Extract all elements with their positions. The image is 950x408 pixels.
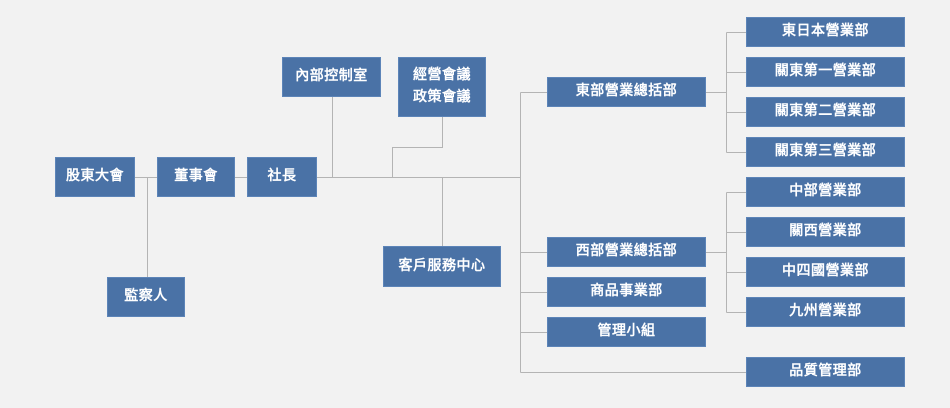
node-label: 社長 [267,168,297,185]
node-label: 關東第二營業部 [774,103,877,120]
node-management-meeting: 經營會議 政策會議 [398,57,486,117]
node-east-division: 關東第三營業部 [746,137,905,167]
node-label: 九州營業部 [789,303,862,320]
node-label: 中部營業部 [789,183,862,200]
node-label: 商品事業部 [590,283,663,300]
node-customer-service-center: 客戶服務中心 [383,246,501,287]
node-label: 關東第三營業部 [774,143,877,160]
node-product-business-division: 商品事業部 [547,277,706,307]
node-board-of-directors: 董事會 [157,157,235,197]
node-label: 東部營業總括部 [575,83,678,100]
node-label: 關東第一營業部 [774,63,877,80]
node-president: 社長 [247,157,317,197]
node-label-line-2: 政策會議 [413,89,471,105]
node-east-division: 關東第二營業部 [746,97,905,127]
node-west-division: 中四國營業部 [746,257,905,287]
node-east-sales-headquarters: 東部營業總括部 [547,77,706,107]
node-internal-control-office: 內部控制室 [282,57,381,97]
node-label: 關西營業部 [789,223,862,240]
node-label: 品質管理部 [789,363,862,380]
node-label: 董事會 [174,168,218,185]
node-east-division: 東日本營業部 [746,17,905,47]
node-label: 監察人 [124,288,168,305]
node-auditor: 監察人 [107,277,185,317]
node-west-division: 中部營業部 [746,177,905,207]
node-east-division: 關東第一營業部 [746,57,905,87]
node-label: 中四國營業部 [782,263,869,280]
node-west-sales-headquarters: 西部營業總括部 [547,237,706,267]
node-label: 東日本營業部 [782,23,869,40]
node-label: 管理小組 [597,323,656,340]
node-label: 西部營業總括部 [575,243,678,260]
node-west-division: 九州營業部 [746,297,905,327]
node-label: 內部控制室 [295,68,368,85]
node-management-group: 管理小組 [547,317,706,347]
node-quality-control: 品質管理部 [746,357,905,387]
node-label: 客戶服務中心 [398,257,486,274]
node-shareholders-meeting: 股東大會 [55,157,135,197]
node-label-line-1: 經營會議 [413,67,471,84]
connector-management-meeting [392,117,443,178]
node-west-division: 關西營業部 [746,217,905,247]
node-label: 股東大會 [66,168,124,185]
